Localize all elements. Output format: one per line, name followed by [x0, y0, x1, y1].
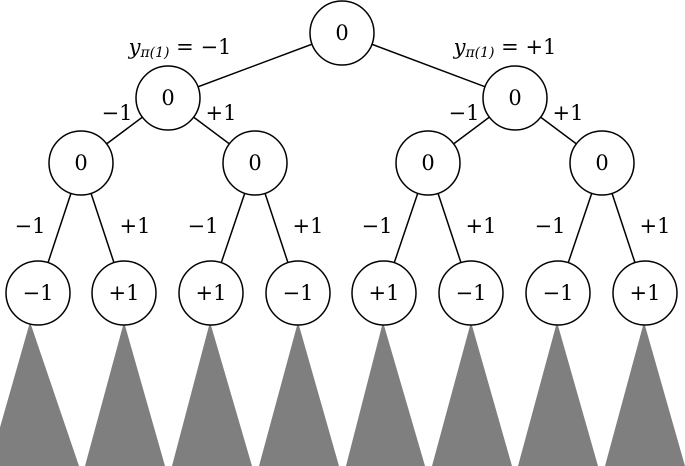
leaf-node-1: −1	[5, 260, 71, 326]
leaf-node-label: +1	[630, 281, 661, 305]
leaf-node-3: +1	[178, 260, 244, 326]
level2-node-4: 0	[569, 130, 635, 196]
branch-label-left: yπ(1) = −1	[128, 35, 232, 61]
edge-label: +1	[120, 214, 151, 238]
leaf-node-label: +1	[196, 281, 227, 305]
leaf-node-6: −1	[438, 260, 504, 326]
subtree-2	[85, 322, 165, 466]
leaf-node-label: +1	[369, 281, 400, 305]
edge-label: −1	[102, 101, 133, 125]
edge-label: −1	[535, 214, 566, 238]
edge-label: +1	[640, 214, 671, 238]
subtree-5	[346, 322, 425, 466]
edge-label: +1	[293, 214, 324, 238]
level1-node-label: 0	[508, 86, 521, 110]
level2-node-label: 0	[74, 151, 87, 175]
leaf-node-8: +1	[612, 260, 678, 326]
level2-node-label: 0	[595, 151, 608, 175]
level2-node-3: 0	[395, 130, 461, 196]
edge-label: +1	[466, 214, 497, 238]
subtree-6	[432, 322, 512, 466]
leaf-node-label: −1	[543, 281, 574, 305]
subtree-3	[172, 322, 252, 466]
level1-node-2: 0	[482, 65, 548, 131]
level1-node-1: 0	[135, 65, 201, 131]
leaf-node-label: −1	[456, 281, 487, 305]
leaf-node-2: +1	[91, 260, 157, 326]
root-node: 0	[309, 0, 375, 66]
subtree-4	[259, 322, 339, 466]
edge-group	[37, 32, 646, 294]
edge-label: −1	[15, 214, 46, 238]
edge-label: +1	[553, 101, 584, 125]
leaf-node-label: +1	[109, 281, 140, 305]
edge-label: +1	[206, 101, 237, 125]
leaf-node-5: +1	[351, 260, 417, 326]
subtree-1	[0, 322, 79, 466]
leaf-node-label: −1	[23, 281, 54, 305]
level2-node-1: 0	[48, 130, 114, 196]
leaf-node-7: −1	[525, 260, 591, 326]
branch-label-right: yπ(1) = +1	[453, 35, 557, 61]
level1-node-label: 0	[161, 86, 174, 110]
root-node-label: 0	[335, 21, 348, 45]
level2-node-label: 0	[421, 151, 434, 175]
subtree-group	[0, 322, 685, 466]
level2-node-label: 0	[248, 151, 261, 175]
subtree-7	[518, 322, 598, 466]
edge-label: −1	[188, 214, 219, 238]
leaf-node-label: −1	[283, 281, 314, 305]
level2-node-2: 0	[222, 130, 288, 196]
leaf-node-4: −1	[265, 260, 331, 326]
subtree-8	[605, 322, 685, 466]
edge-label: −1	[449, 101, 480, 125]
edge-label: −1	[362, 214, 393, 238]
